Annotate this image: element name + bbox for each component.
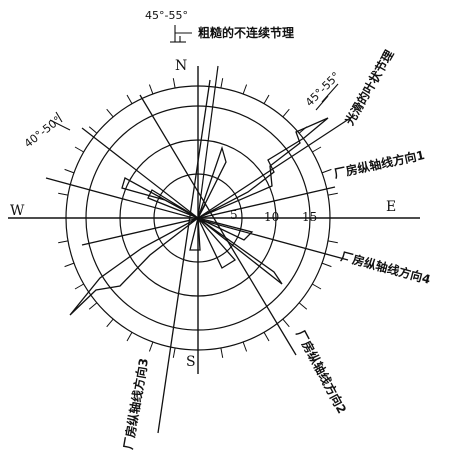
- smooth-joint-angle-range: 45°-55°: [303, 70, 343, 110]
- outer-tick: [74, 283, 84, 290]
- third-joint-angle-range: 40°-50°: [22, 114, 64, 151]
- outer-tick: [298, 302, 308, 310]
- plant-axis-line-3: [157, 79, 211, 434]
- outer-tick: [106, 108, 114, 118]
- compass-west: W: [10, 203, 25, 219]
- outer-tick: [88, 302, 98, 310]
- scale-label-15: 15: [302, 210, 317, 224]
- outer-tick: [126, 332, 133, 342]
- outer-tick: [327, 240, 338, 244]
- outer-tick: [126, 94, 133, 104]
- scale-label-5: 5: [230, 208, 238, 222]
- compass-south: S: [186, 354, 196, 370]
- outer-tick: [327, 192, 338, 196]
- outer-tick-marks: [56, 76, 340, 360]
- outer-tick: [282, 318, 290, 328]
- outer-tick: [282, 108, 290, 118]
- outer-tick: [148, 341, 154, 352]
- outer-tick: [312, 146, 322, 153]
- outer-tick: [263, 332, 270, 342]
- compass-north: N: [175, 58, 187, 74]
- smooth-joint-label: 光滑的叶状节理: [341, 47, 396, 128]
- outer-tick: [321, 168, 332, 174]
- outer-tick: [58, 240, 69, 244]
- outer-tick: [58, 192, 69, 196]
- plant-axis-label-1: 厂房纵轴线方向1: [333, 147, 426, 181]
- outer-tick: [106, 318, 114, 328]
- compass-east: E: [386, 199, 396, 215]
- outer-tick: [220, 78, 224, 89]
- outer-tick: [220, 347, 224, 358]
- outer-tick: [242, 341, 248, 352]
- outer-tick: [242, 84, 248, 95]
- joint-line-40-50: [81, 127, 199, 219]
- rose-petal-outline: [69, 117, 329, 316]
- joint-line-rough: [197, 65, 219, 219]
- outer-tick: [74, 146, 84, 153]
- outer-tick: [64, 168, 75, 174]
- outer-tick: [172, 347, 176, 358]
- outer-tick: [172, 78, 176, 89]
- plant-axis-label-4: 厂房纵轴线方向4: [339, 248, 432, 286]
- outer-tick: [148, 84, 154, 95]
- outer-tick: [312, 283, 322, 290]
- outer-tick: [88, 126, 98, 134]
- plant-axis-label-3: 厂房纵轴线方向3: [120, 357, 151, 451]
- outer-tick: [263, 94, 270, 104]
- outer-tick: [64, 262, 75, 268]
- rough-joint-label: 粗糙的不连续节理: [198, 25, 294, 40]
- joint-line-smooth: [197, 114, 356, 219]
- scale-label-10: 10: [264, 210, 279, 224]
- plant-axis-line-1: [81, 186, 336, 246]
- outer-tick: [321, 262, 332, 268]
- rough-joint-angle-range: 45°-55°: [145, 9, 188, 22]
- plant-axis-label-2: 厂房纵轴线方向2: [293, 327, 350, 416]
